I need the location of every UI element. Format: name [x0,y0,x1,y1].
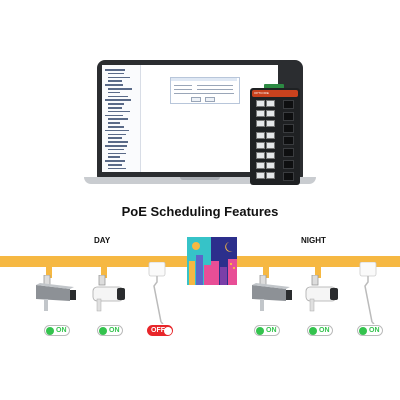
panel-field [197,85,233,86]
nav-tree-item[interactable] [108,80,122,82]
panel-row [174,89,192,90]
page-title: PoE Scheduling Features [121,204,279,219]
nav-tree-item[interactable] [108,95,128,98]
poe-schedule-panel [170,77,240,104]
ethernet-port [266,152,275,159]
sfp-port [283,100,294,109]
switch-brand-label: OPTCORE [254,91,269,95]
rail-drop [263,262,269,278]
ethernet-port [266,162,275,169]
ethernet-port [256,132,265,139]
toggle-knob [164,327,172,335]
ethernet-port [266,120,275,127]
night-label: NIGHT [301,236,326,245]
bullet-camera-icon [305,275,338,312]
nav-tree-item[interactable] [108,137,122,139]
nav-tree-item[interactable] [108,118,128,120]
rail-drop [101,262,107,278]
nav-tree-item[interactable] [108,148,124,151]
nav-tree-item[interactable] [108,88,132,90]
ethernet-port [256,100,265,107]
street-light-icon [148,262,166,324]
toggle-knob [309,327,317,335]
toggle-status: ON [266,327,277,334]
day-box-camera-toggle[interactable]: ON [44,325,70,336]
poe-switch [250,88,300,185]
switch-terminal-block [264,84,284,90]
panel-apply-button[interactable] [191,97,201,102]
nav-tree-item[interactable] [108,141,128,143]
day-street-light-toggle[interactable]: OFF [147,325,173,336]
night-scene-icon [211,237,237,285]
sfp-port [283,112,294,121]
toggle-status: ON [319,327,330,334]
nav-tree-item[interactable] [108,156,120,158]
ethernet-port [266,142,275,149]
sfp-port [283,124,294,133]
panel-header [171,78,237,81]
ethernet-port [266,132,275,139]
night-bullet-camera-toggle[interactable]: ON [307,325,333,336]
ethernet-port [256,172,265,179]
ethernet-port [256,152,265,159]
toggle-status: ON [369,327,380,334]
rail-drop [315,262,321,278]
nav-tree-item[interactable] [108,167,126,170]
nav-tree-item[interactable] [105,129,129,132]
panel-field [197,89,233,90]
sfp-port [283,148,294,157]
toggle-knob [99,327,107,335]
day-label: DAY [94,236,111,245]
street-light-icon [359,262,377,324]
toggle-knob [46,327,54,335]
nav-tree-item[interactable] [108,152,126,155]
night-box-camera-toggle[interactable]: ON [254,325,280,336]
toggle-status: ON [56,327,67,334]
rail-drop [46,262,52,278]
night-street-light-toggle[interactable]: ON [357,325,383,336]
ethernet-port [256,142,265,149]
nav-tree-item[interactable] [108,126,124,128]
laptop-notch [180,177,220,180]
panel-cancel-button[interactable] [205,97,215,102]
toggle-knob [359,327,367,335]
ethernet-port [256,110,265,117]
nav-tree-item[interactable] [108,107,122,109]
ethernet-port [256,120,265,127]
nav-tree-item[interactable] [105,69,125,71]
nav-tree-item[interactable] [105,99,131,101]
ethernet-port [266,100,275,107]
nav-tree-item[interactable] [105,160,125,162]
day-bullet-camera-toggle[interactable]: ON [97,325,123,336]
nav-tree-item[interactable] [108,110,130,113]
management-nav-tree [102,65,141,172]
toggle-status: OFF [151,327,165,334]
nav-tree-item[interactable] [108,133,126,136]
ethernet-port [266,110,275,117]
day-scene-icon [187,237,211,285]
sfp-port [283,160,294,169]
nav-tree-item[interactable] [108,91,120,94]
nav-tree-item[interactable] [105,145,127,147]
nav-tree-item[interactable] [108,76,130,79]
nav-tree-item[interactable] [108,164,122,166]
nav-tree-item[interactable] [108,122,120,124]
laptop-base [84,177,316,184]
ethernet-port [256,162,265,169]
panel-row [174,85,192,86]
switch-top-bar [252,90,298,97]
nav-tree-item[interactable] [108,103,124,105]
box-camera-icon [252,275,292,311]
nav-tree-item[interactable] [105,114,123,117]
ethernet-port [266,172,275,179]
nav-tree-item[interactable] [108,72,124,75]
panel-row [174,93,234,94]
toggle-status: ON [109,327,120,334]
box-camera-icon [36,275,76,311]
toggle-knob [256,327,264,335]
nav-tree-item[interactable] [105,84,123,86]
bullet-camera-icon [92,275,125,312]
sfp-port [283,172,294,181]
sfp-port [283,136,294,145]
